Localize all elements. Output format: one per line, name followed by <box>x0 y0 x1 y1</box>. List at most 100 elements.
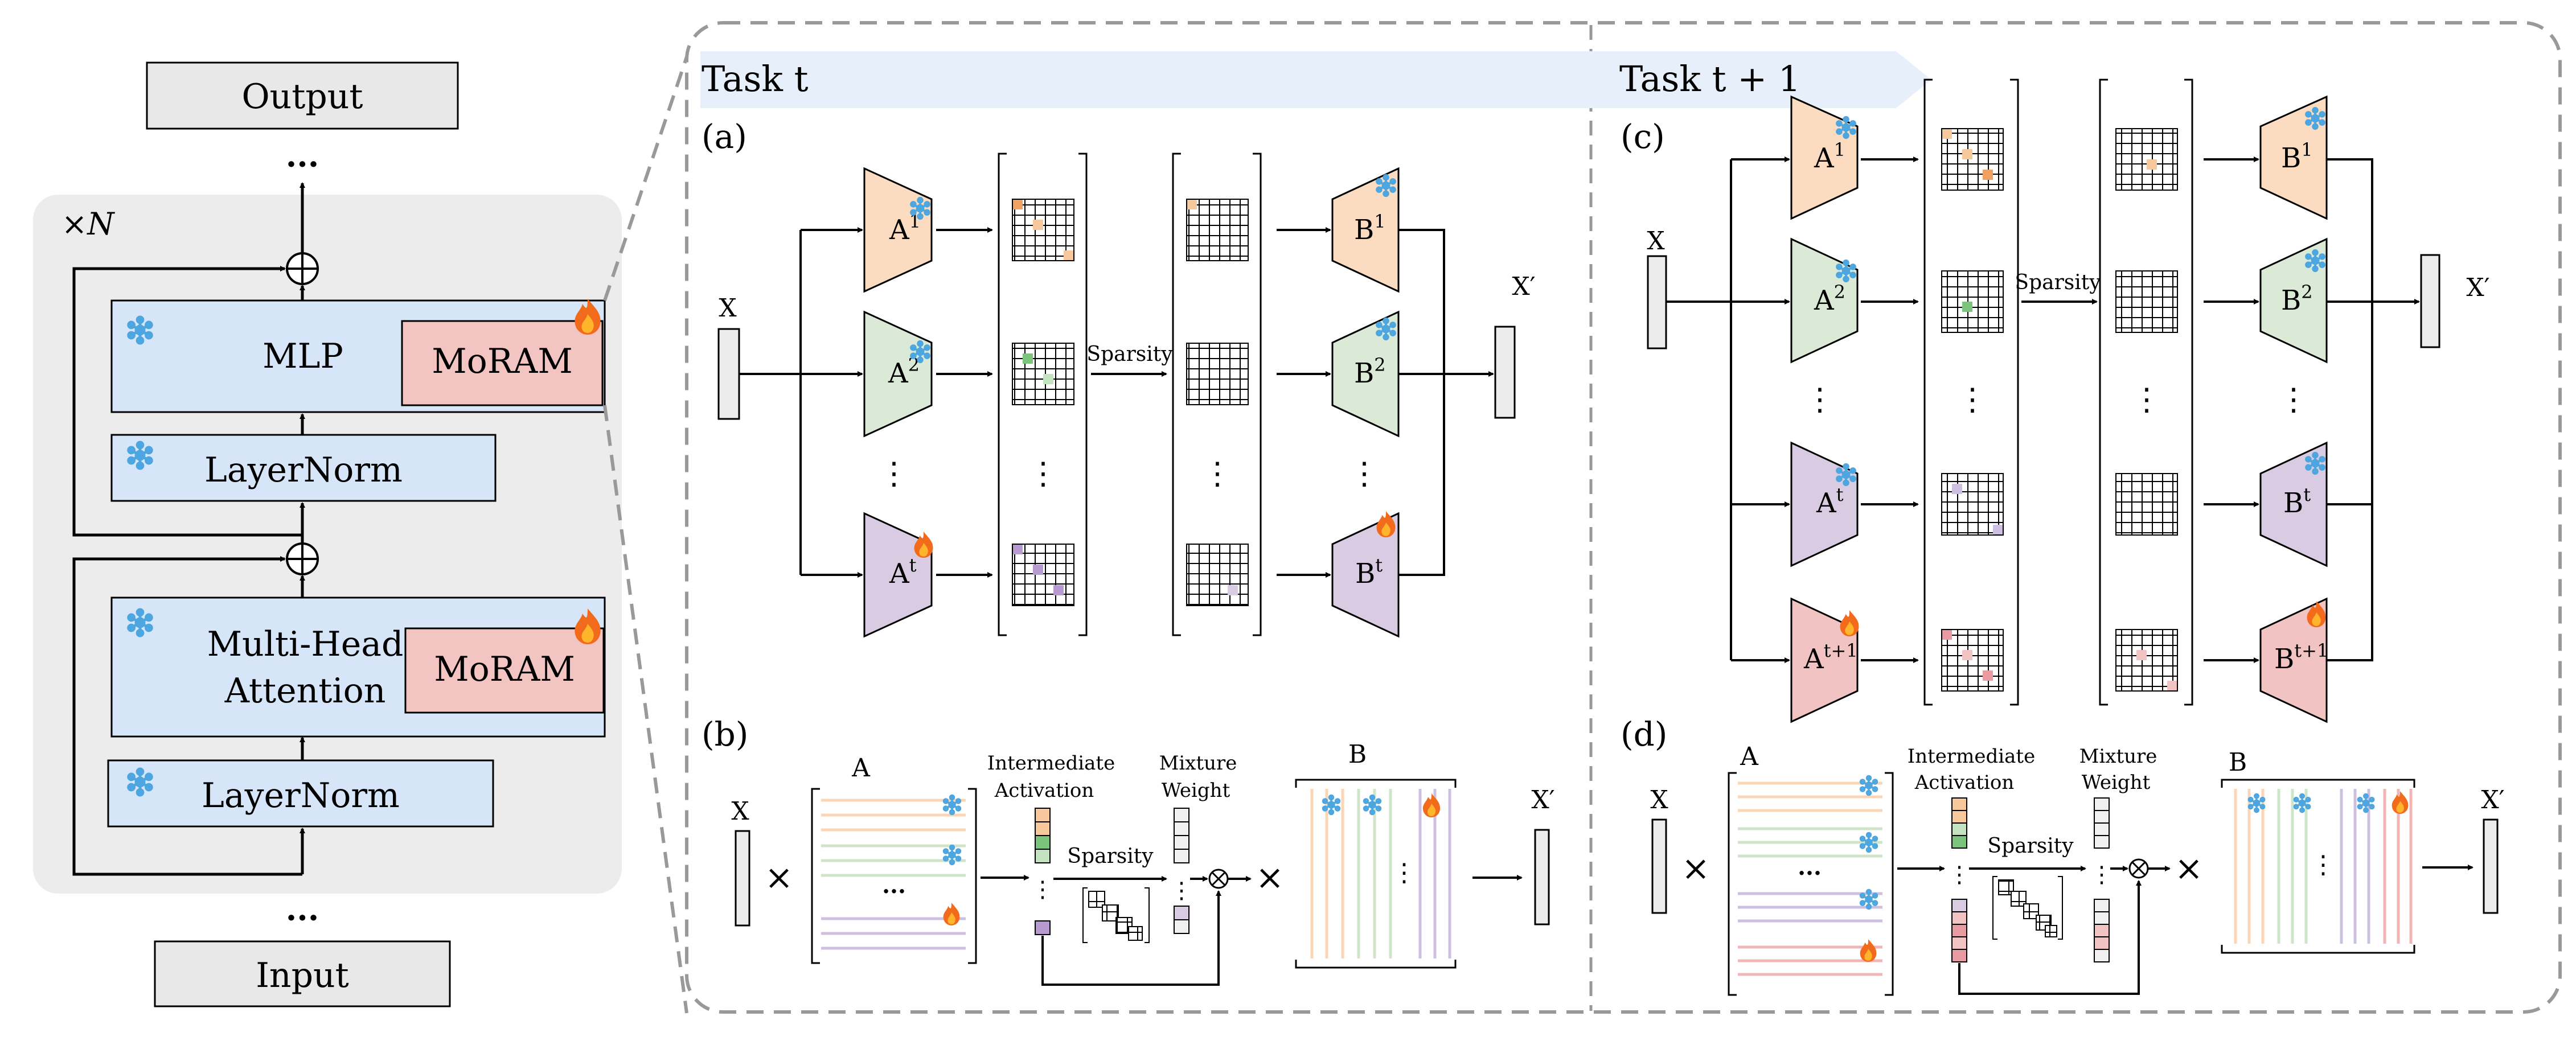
task-t-title: Task t <box>702 58 809 100</box>
mixture-label-d-1: Mixture <box>2079 745 2157 768</box>
cell-hl <box>1023 353 1033 364</box>
activation-grid-c1-border <box>1941 128 2004 191</box>
sparsity-mask-b <box>1088 891 1143 941</box>
output-vector-x-prime-c <box>2420 254 2440 348</box>
x-prime-label-b: X′ <box>1531 785 1554 814</box>
sparse-grid-t-border <box>1186 544 1249 606</box>
circle-times-icon <box>2128 858 2149 879</box>
expert-At <box>863 512 933 638</box>
x-prime-label-c: X′ <box>2466 273 2489 302</box>
vdots-mix-d: ⋮ <box>2090 862 2113 888</box>
B-matrix-bracket-b <box>1295 779 1457 969</box>
output-vector-x-prime-b <box>1534 829 1550 925</box>
mixture-label-b-1: Mixture <box>1159 752 1237 775</box>
mixture-weight-vector-b <box>1174 808 1189 934</box>
moram-label-mlp: MoRAM <box>432 342 573 381</box>
cell-hl <box>1962 302 1972 312</box>
expert-At-c <box>1790 441 1859 567</box>
expert-A1 <box>863 167 933 293</box>
B-matrix-cols-d <box>2234 789 2413 944</box>
vdots-act-b: ⋮ <box>1031 877 1054 903</box>
output-vector-x-prime-a <box>1494 326 1516 419</box>
sparsity-mask-bracket-d <box>1992 876 2063 940</box>
panel-b: (b) X × A ··· Intermediate Activation <box>702 715 1555 986</box>
intermediate-label-b-2: Activation <box>994 779 1094 802</box>
expert-A1-c <box>1790 95 1859 220</box>
cell-hl <box>1053 585 1064 595</box>
zoom-connector-top <box>603 56 688 301</box>
skip-path-d <box>1958 880 2142 995</box>
activation-grid-ct1-border <box>1941 629 2004 692</box>
sparse-grid-ct1-border <box>2115 629 2178 692</box>
B-matrix-bracket-d <box>2221 779 2415 954</box>
panel-a-label: (a) <box>702 117 747 156</box>
A-matrix-label-d: A <box>1740 742 1759 771</box>
A-matrix-label-b: A <box>851 754 871 783</box>
snowflake-icon <box>1859 888 1878 910</box>
snowflake-icon <box>942 794 962 816</box>
activation-grid-2-border <box>1012 343 1074 405</box>
moram-box-mlp <box>401 320 604 406</box>
expert-Bt1-c-label: Bt+1 <box>2274 640 2328 675</box>
times-d1: × <box>1681 849 1710 888</box>
sparsity-label-a: Sparsity <box>1086 343 1173 366</box>
expert-B1-c <box>2259 95 2328 220</box>
mixture-label-b-2: Weight <box>1162 779 1230 802</box>
mixture-label-d-2: Weight <box>2082 771 2151 794</box>
sparse-grid-ct <box>2116 474 2177 535</box>
panel-c-label: (c) <box>1621 117 1665 156</box>
B-matrix-label-b: B <box>1348 740 1367 769</box>
sparse-grid-2 <box>1187 343 1248 405</box>
A-matrix-bracket-b <box>811 788 977 964</box>
layernorm-box-upper <box>110 434 497 502</box>
sparse-grid-c2-border <box>2115 270 2178 333</box>
transformer-block-panel: ×N Output ··· MLP MoRAM LayerNorm <box>33 56 688 1014</box>
expert-B2 <box>1331 310 1400 438</box>
expert-At-c-label: At <box>1816 484 1844 519</box>
circle-times-icon <box>1208 869 1229 889</box>
residual-connection-lower <box>72 556 302 876</box>
times-d2: × <box>2175 849 2203 888</box>
cell-hl <box>2167 681 2177 691</box>
cell-hl <box>1962 650 1972 660</box>
input-dots: ··· <box>286 899 319 937</box>
bracket-sparse-right <box>1172 153 1262 636</box>
cell-hl <box>1983 170 1993 180</box>
layernorm-box-lower <box>107 759 494 828</box>
expert-B2-c <box>2259 237 2328 364</box>
cell-hl <box>2147 159 2157 170</box>
vdots-A-c: ⋮ <box>1804 381 1835 417</box>
expert-Bt <box>1331 512 1400 638</box>
merge-B-c <box>2327 158 2373 661</box>
zoom-connector-bottom <box>603 405 688 1014</box>
cell-hl <box>1942 630 1952 640</box>
panel-c: (c) X A1 A2 ⋮ At At+1 <box>1621 79 2490 723</box>
vdots-B-c: ⋮ <box>2278 381 2309 417</box>
fire-icon <box>1376 511 1396 537</box>
output-dots: ··· <box>286 146 319 183</box>
input-vector-x-c <box>1647 255 1667 349</box>
detail-frame <box>685 21 2562 1014</box>
fire-icon <box>943 903 960 925</box>
input-vector-x <box>717 328 740 420</box>
activation-vector-b <box>1035 808 1051 935</box>
mha-label-line2: Attention <box>224 671 386 711</box>
x-label-c: X <box>1647 227 1665 256</box>
expert-Bt-label: Bt <box>1355 554 1383 590</box>
circle-plus-icon <box>286 542 319 575</box>
vdots-B-b: ⋮ <box>1392 858 1417 887</box>
panel-b-label: (b) <box>702 715 748 754</box>
vdots-grid-a2: ⋮ <box>1202 455 1233 491</box>
sparsity-mask-d <box>1998 879 2057 937</box>
task-banner-arrow <box>700 51 1931 108</box>
cell-hl <box>1228 585 1238 595</box>
circle-plus-icon <box>286 252 319 285</box>
cell-hl <box>1962 149 1972 159</box>
x-label-b: X <box>731 797 749 826</box>
fire-icon <box>1422 793 1441 817</box>
expert-A2 <box>863 310 933 438</box>
A-matrix-bracket-d <box>1728 772 1894 996</box>
skip-path-b <box>1041 890 1221 986</box>
B-matrix-cols-b <box>1310 789 1451 958</box>
